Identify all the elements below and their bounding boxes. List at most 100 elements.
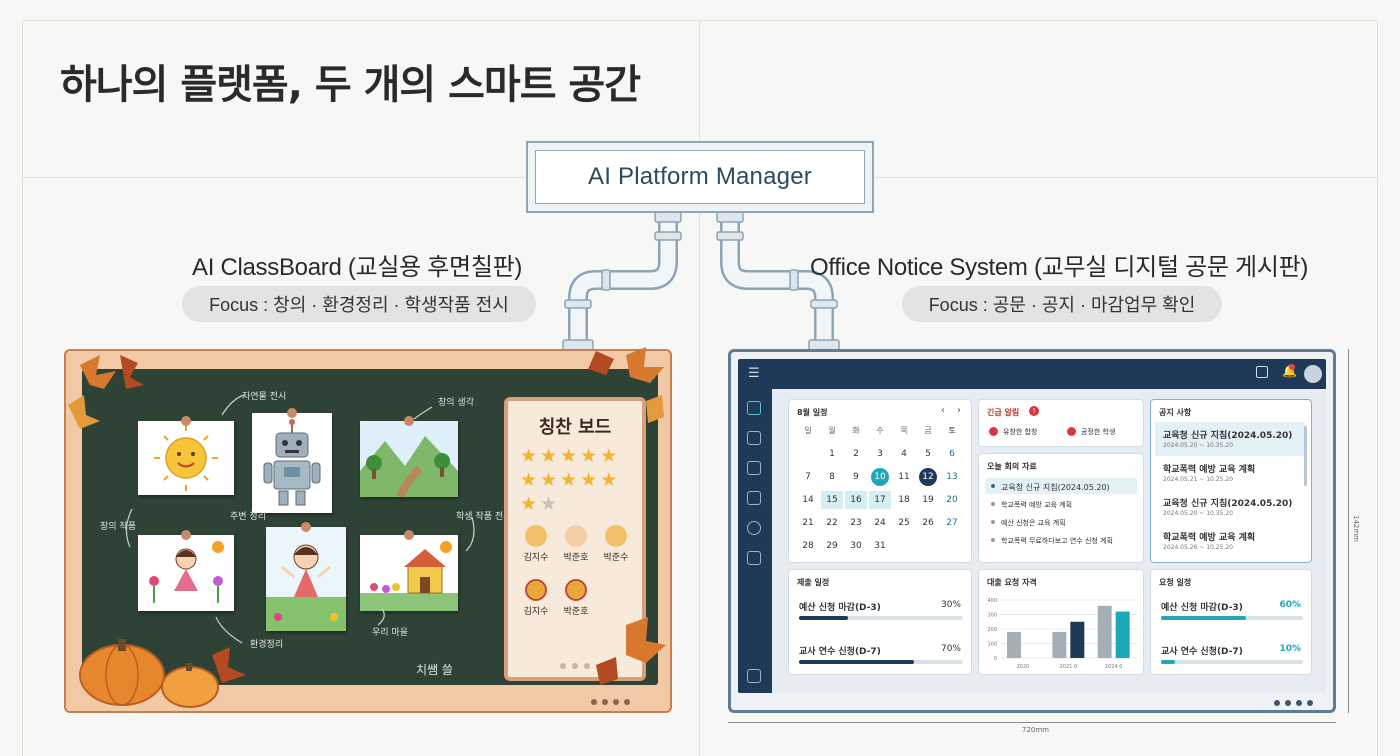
page-dot[interactable]	[572, 663, 578, 669]
calendar-day[interactable]: 28	[802, 541, 814, 551]
calendar-day[interactable]: 1	[829, 449, 835, 459]
notice-title[interactable]: 교육청 신규 지침(2024.05.20)	[1163, 431, 1293, 441]
menu-icon[interactable]: ☰	[748, 366, 760, 381]
calendar-day[interactable]: 8	[829, 472, 835, 482]
robot-drawing[interactable]	[252, 413, 332, 513]
calendar-day[interactable]: 29	[826, 541, 838, 551]
chevron-left-icon[interactable]: ‹	[941, 405, 945, 416]
calendar-day[interactable]: 14	[802, 495, 814, 505]
calendar-day[interactable]: 21	[802, 518, 814, 528]
calendar-day[interactable]: 7	[805, 472, 811, 482]
deadline-label: 교사 연수 신청(D-7)	[799, 647, 881, 657]
settings-icon[interactable]	[747, 551, 761, 565]
notice-title[interactable]: 교육청 신규 지침(2024.05.20)	[1163, 499, 1293, 509]
calendar-day[interactable]: 2	[853, 449, 859, 459]
calendar-day[interactable]: 3	[877, 449, 883, 459]
girl-drawing[interactable]	[266, 527, 346, 631]
notice-title[interactable]: 학교폭력 예방 교육 계획	[1163, 533, 1256, 543]
alert-item: 공정한 학생	[1081, 428, 1116, 436]
calendar-day[interactable]: 11	[898, 472, 910, 482]
praise-board[interactable]: 칭찬 보드 ★★★★★ ★★★★★ ★★ 김지수 박준호 박준수	[504, 397, 646, 681]
house-drawing[interactable]	[360, 535, 458, 611]
chevron-right-icon[interactable]: ›	[957, 405, 961, 416]
meeting-item[interactable]: 교육청 신규 지침(2024.05.20)	[1001, 483, 1110, 492]
chart-bar[interactable]	[1070, 621, 1085, 658]
student-card[interactable]: 김지수	[516, 525, 556, 563]
calendar-day[interactable]: 13	[946, 472, 958, 482]
share-icon[interactable]	[1256, 366, 1268, 378]
star-row: ★★★★★	[520, 447, 617, 466]
logout-icon[interactable]	[747, 669, 761, 683]
calendar-day[interactable]: 23	[850, 518, 862, 528]
calendar-day[interactable]: 9	[853, 472, 859, 482]
calendar-icon[interactable]	[747, 431, 761, 445]
dashboard-icon[interactable]	[747, 401, 761, 415]
calendar-day[interactable]: 22	[826, 518, 838, 528]
student-card[interactable]: 박준호	[556, 579, 596, 617]
calendar-day[interactable]: 24	[874, 518, 886, 528]
calendar-day[interactable]: 10	[871, 468, 889, 486]
deadlines-title: 제출 일정	[797, 578, 830, 587]
page-dot[interactable]	[560, 663, 566, 669]
student-card[interactable]: 박준호	[556, 525, 596, 563]
calendar-title: 8월 일정	[797, 408, 828, 417]
chart-bar[interactable]	[1115, 611, 1130, 658]
calendar-day[interactable]: 27	[946, 518, 958, 528]
meetings-card[interactable]: 오늘 회의 자료 교육청 신규 지침(2024.05.20) 학교폭력 예방 교…	[978, 453, 1144, 563]
chart-bar[interactable]	[1097, 605, 1112, 658]
calendar-day[interactable]: 20	[946, 495, 958, 505]
weekday-label: 수	[876, 426, 884, 435]
notice-date: 2024.05.26 ~ 10.25.20	[1163, 544, 1233, 551]
calendar-day[interactable]: 15	[821, 491, 843, 509]
tasks-card[interactable]: 요청 일정 예산 신청 마감(D-3) 60% 교사 연수 신청(D-7) 10…	[1150, 569, 1312, 675]
height-dimension-line	[1348, 349, 1349, 713]
calendar-day[interactable]: 18	[898, 495, 910, 505]
girl-flower-drawing[interactable]	[138, 535, 234, 611]
meeting-item[interactable]: 예산 신청은 교육 계획	[1001, 519, 1066, 527]
indicator-dot	[624, 699, 630, 705]
ai-platform-manager-box[interactable]: AI Platform Manager	[526, 141, 874, 213]
task-progress-fill	[1161, 660, 1176, 664]
student-name: 김지수	[523, 607, 549, 617]
calendar-day[interactable]: 19	[922, 495, 934, 505]
chalk-note: 환경정리	[250, 640, 284, 650]
calendar-day[interactable]: 4	[901, 449, 907, 459]
star-icon: ★	[520, 469, 538, 491]
landscape-drawing[interactable]	[360, 421, 458, 499]
calendar-day[interactable]: 12	[919, 468, 937, 486]
calendar-day[interactable]: 25	[898, 518, 910, 528]
chart-bar[interactable]	[1007, 631, 1021, 658]
calendar-day[interactable]: 5	[925, 449, 931, 459]
calendar-day[interactable]: 16	[845, 491, 867, 509]
deadlines-card[interactable]: 제출 일정 예산 신청 마감(D-3) 30% 교사 연수 신청(D-7) 70…	[788, 569, 972, 675]
document-icon[interactable]	[747, 491, 761, 505]
calendar-day[interactable]: 17	[869, 491, 891, 509]
student-card[interactable]: 김지수	[516, 579, 556, 617]
y-tick-label: 0	[994, 656, 997, 662]
meeting-item[interactable]: 학교폭력 무료하다보고 연수 신청 계획	[1001, 537, 1113, 545]
page-dot[interactable]	[584, 663, 590, 669]
avatar[interactable]	[1304, 365, 1322, 383]
robot-icon	[263, 419, 321, 506]
autumn-leaves-icon	[588, 347, 664, 423]
users-icon[interactable]	[747, 461, 761, 475]
notices-card[interactable]: 공지 사항 교육청 신규 지침(2024.05.20) 2024.05.20 ~…	[1150, 399, 1312, 563]
urgent-alerts-card[interactable]: 긴급 알림 ! 유창한 합창 공정한 학생	[978, 399, 1144, 447]
scrollbar[interactable]	[1304, 426, 1307, 486]
praise-pagination[interactable]	[508, 663, 642, 669]
calendar-day[interactable]: 30	[850, 541, 862, 551]
chart-bar[interactable]	[1052, 631, 1067, 658]
meeting-item[interactable]: 학교폭력 예방 교육 계획	[1001, 501, 1073, 509]
calendar-day[interactable]: 31	[874, 541, 886, 551]
clock-icon[interactable]	[747, 521, 761, 535]
notice-title[interactable]: 학교폭력 예방 교육 계획	[1163, 465, 1256, 475]
student-card[interactable]: 박준수	[596, 525, 636, 563]
calendar-day[interactable]: 6	[949, 449, 955, 459]
alert-dot-icon	[1067, 427, 1076, 436]
calendar-day[interactable]: 26	[922, 518, 934, 528]
sun-drawing[interactable]	[138, 421, 234, 495]
praise-board-title: 칭찬 보드	[538, 417, 612, 438]
